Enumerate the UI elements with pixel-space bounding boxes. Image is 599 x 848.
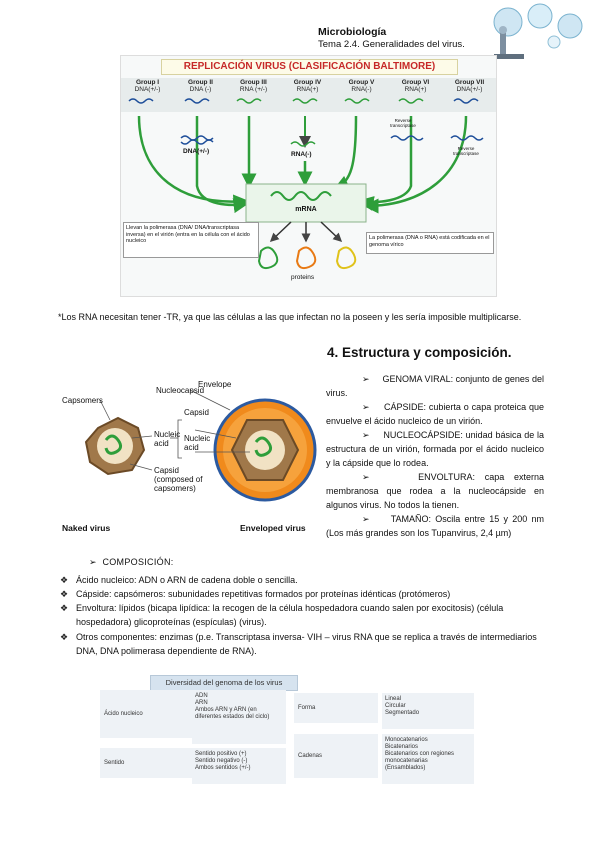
capsid-label: Capsid: [184, 408, 209, 417]
naked-virus-label: Naked virus: [62, 523, 111, 533]
header-subtitle: Tema 2.4. Generalidades del virus.: [318, 39, 465, 50]
def-item: ➢ NUCLEOCÁPSIDE: unidad básica de la est…: [326, 430, 544, 468]
composition-item: ❖Otros componentes: enzimas (p.e. Transc…: [60, 632, 537, 656]
composition-item: ❖Cápside: capsómeros: subunidades repeti…: [60, 589, 451, 599]
mrna-label: mRNA: [295, 206, 317, 213]
microscope-logo-icon: [493, 3, 583, 59]
dna-intermediate-label: DNA(+/-): [183, 148, 210, 155]
def-item: ➢ GENOMA VIRAL: conjunto de genes del vi…: [326, 374, 544, 398]
table-row-label: Ácido nucleico: [100, 690, 192, 738]
rt-label: Reverse transcriptase: [453, 146, 479, 156]
def-item: ➢ CÁPSIDE: cubierta o capa proteica que …: [326, 402, 545, 426]
def-item: ➢ ENVOLTURA: capa externa membranosa que…: [326, 472, 544, 510]
table-row-label: Sentido: [100, 748, 192, 778]
table-row-label: Cadenas: [294, 734, 378, 778]
enveloped-virus-label: Enveloped virus: [240, 523, 306, 533]
capsomers-label: Capsomers: [62, 396, 103, 405]
rt-label: Reverse transcriptase: [390, 118, 416, 128]
table-row-label: Forma: [294, 693, 378, 723]
composition-heading: ➢ COMPOSICIÓN:: [89, 557, 174, 567]
table-row-values: Sentido positivo (+)Sentido negativo (-)…: [192, 748, 286, 784]
proteins-label: proteins: [291, 274, 315, 281]
rna-note: *Los RNA necesitan tener -TR, ya que las…: [58, 312, 522, 322]
composition-item: ❖Ácido nucleico: ADN o ARN de cadena dob…: [60, 575, 298, 585]
header-title: Microbiología: [318, 26, 387, 38]
definitions-list: ➢ GENOMA VIRAL: conjunto de genes del vi…: [326, 372, 544, 540]
genome-table-title: Diversidad del genoma de los virus: [150, 675, 298, 691]
section-title: 4. Estructura y composición.: [327, 345, 512, 360]
rna-intermediate-label: RNA(-): [291, 151, 312, 158]
nucleic-acid-label: Nucleic acid: [154, 430, 181, 448]
legend-right: La polimerasa (DNA o RNA) está codificad…: [366, 232, 494, 254]
legend-left: Llevan la polimerasa (DNA/ DNA/transcrip…: [123, 222, 259, 258]
virus-structure-figure: Capsomers Nucleic acid Capsid (composed …: [60, 380, 322, 540]
def-item: ➢ TAMAÑO: Oscila entre 15 y 200 nm (Los …: [326, 514, 544, 538]
nucleic-acid-label-2: Nucleic acid: [184, 434, 211, 452]
baltimore-figure: REPLICACIÓN VIRUS (CLASIFICACIÓN BALTIMO…: [120, 55, 497, 297]
envelope-label: Envelope: [198, 380, 232, 389]
capsid-composed-label: Capsid (composed of capsomers): [154, 466, 203, 493]
baltimore-title: REPLICACIÓN VIRUS (CLASIFICACIÓN BALTIMO…: [161, 59, 458, 75]
composition-item: ❖Envoltura: lípidos (bicapa lipídica: la…: [60, 603, 504, 627]
nucleocapsid-label: Nucleocapsid: [156, 386, 205, 395]
